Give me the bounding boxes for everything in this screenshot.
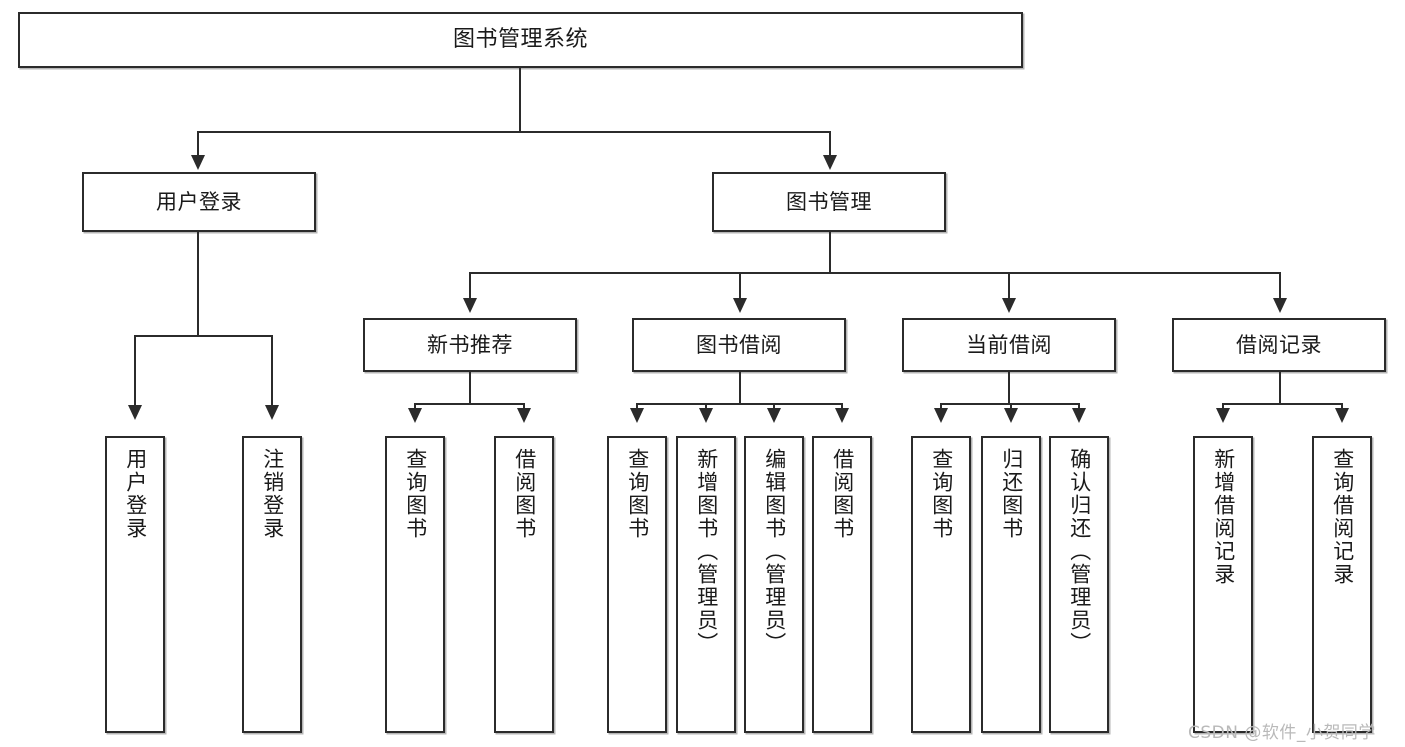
leaf-user-login[interactable]: 用户登录 (105, 436, 165, 733)
connector-cb-stem (1008, 372, 1010, 404)
arrow-cb-to-leaf-1 (934, 408, 948, 423)
connector-bb-bus (636, 403, 843, 405)
connector-nbr-to-leaf-2 (523, 403, 525, 410)
node-label: 确认归还（管理员） (1067, 448, 1092, 655)
node-label: 查询图书 (625, 448, 650, 540)
arrow-bb-to-leaf-1 (630, 408, 644, 423)
connector-bm-to-borrow-record (1279, 272, 1281, 300)
connector-nbr-to-leaf-1 (414, 403, 416, 410)
arrow-br-to-leaf-1 (1216, 408, 1230, 423)
leaf-edit-book[interactable]: 编辑图书（管理员） (744, 436, 804, 733)
connector-root-stem (519, 68, 521, 132)
node-label: 图书管理 (786, 189, 872, 214)
arrow-bm-to-current-borrow (1002, 298, 1016, 313)
leaf-confirm-return[interactable]: 确认归还（管理员） (1049, 436, 1109, 733)
connector-book-management-bus (469, 272, 1281, 274)
arrow-nbr-to-leaf-2 (517, 408, 531, 423)
arrow-bb-to-leaf-4 (835, 408, 849, 423)
connector-user-login-to-leaf-2 (271, 335, 273, 407)
node-label: 注销登录 (260, 448, 285, 540)
connector-nbr-bus (414, 403, 525, 405)
leaf-query-record[interactable]: 查询借阅记录 (1312, 436, 1372, 733)
arrow-root-to-book-management (823, 155, 837, 170)
connector-user-login-to-leaf-1 (134, 335, 136, 407)
node-label: 查询图书 (929, 448, 954, 540)
node-label: 当前借阅 (966, 332, 1052, 357)
connector-book-management-stem (829, 232, 831, 274)
connector-br-bus (1222, 403, 1343, 405)
node-label: 图书管理系统 (452, 27, 588, 53)
connector-bb-to-leaf-2 (705, 403, 707, 410)
arrow-bb-to-leaf-2 (699, 408, 713, 423)
arrow-cb-to-leaf-3 (1072, 408, 1086, 423)
node-borrow-record[interactable]: 借阅记录 (1172, 318, 1386, 372)
connector-br-to-leaf-1 (1222, 403, 1224, 410)
connector-root-to-book-management (829, 131, 831, 157)
node-current-borrow[interactable]: 当前借阅 (902, 318, 1116, 372)
node-book-management[interactable]: 图书管理 (712, 172, 946, 232)
connector-bm-to-book-borrow (739, 272, 741, 300)
connector-cb-to-leaf-2 (1010, 403, 1012, 410)
arrow-bm-to-new-book-recommend (463, 298, 477, 313)
connector-user-login-bus (134, 335, 273, 337)
node-label: 图书借阅 (696, 332, 782, 357)
arrow-bm-to-borrow-record (1273, 298, 1287, 313)
connector-user-login-stem (197, 232, 199, 336)
arrow-cb-to-leaf-2 (1004, 408, 1018, 423)
connector-root-to-user-login (197, 131, 199, 157)
node-label: 用户登录 (156, 189, 242, 214)
connector-br-stem (1279, 372, 1281, 404)
leaf-logout-login[interactable]: 注销登录 (242, 436, 302, 733)
node-label: 新增借阅记录 (1211, 448, 1236, 586)
connector-br-to-leaf-2 (1341, 403, 1343, 410)
leaf-borrow-book-2[interactable]: 借阅图书 (812, 436, 872, 733)
node-label: 编辑图书（管理员） (762, 448, 787, 655)
connector-bb-stem (739, 372, 741, 404)
arrow-br-to-leaf-2 (1335, 408, 1349, 423)
node-label: 查询借阅记录 (1330, 448, 1355, 586)
node-user-login[interactable]: 用户登录 (82, 172, 316, 232)
leaf-return-book[interactable]: 归还图书 (981, 436, 1041, 733)
arrow-root-to-user-login (191, 155, 205, 170)
leaf-query-book-3[interactable]: 查询图书 (911, 436, 971, 733)
node-label: 新书推荐 (427, 332, 513, 357)
node-label: 查询图书 (403, 448, 428, 540)
connector-nbr-stem (469, 372, 471, 404)
arrow-bm-to-book-borrow (733, 298, 747, 313)
node-new-book-recommend[interactable]: 新书推荐 (363, 318, 577, 372)
node-label: 归还图书 (999, 448, 1024, 540)
leaf-add-book[interactable]: 新增图书（管理员） (676, 436, 736, 733)
node-book-management-system[interactable]: 图书管理系统 (18, 12, 1023, 68)
connector-bb-to-leaf-4 (841, 403, 843, 410)
connector-bb-to-leaf-3 (773, 403, 775, 410)
leaf-query-book-1[interactable]: 查询图书 (385, 436, 445, 733)
connector-bb-to-leaf-1 (636, 403, 638, 410)
arrow-nbr-to-leaf-1 (408, 408, 422, 423)
arrow-user-login-to-leaf-1 (128, 405, 142, 420)
arrow-user-login-to-leaf-2 (265, 405, 279, 420)
leaf-borrow-book-1[interactable]: 借阅图书 (494, 436, 554, 733)
leaf-query-book-2[interactable]: 查询图书 (607, 436, 667, 733)
connector-cb-to-leaf-3 (1078, 403, 1080, 410)
connector-root-bus (197, 131, 831, 133)
connector-bm-to-current-borrow (1008, 272, 1010, 300)
node-label: 新增图书（管理员） (694, 448, 719, 655)
node-label: 借阅记录 (1236, 332, 1322, 357)
node-book-borrow[interactable]: 图书借阅 (632, 318, 846, 372)
connector-cb-to-leaf-1 (940, 403, 942, 410)
node-label: 借阅图书 (830, 448, 855, 540)
connector-bm-to-new-book-recommend (469, 272, 471, 300)
node-label: 用户登录 (123, 448, 148, 540)
leaf-add-record[interactable]: 新增借阅记录 (1193, 436, 1253, 733)
node-label: 借阅图书 (512, 448, 537, 540)
arrow-bb-to-leaf-3 (767, 408, 781, 423)
